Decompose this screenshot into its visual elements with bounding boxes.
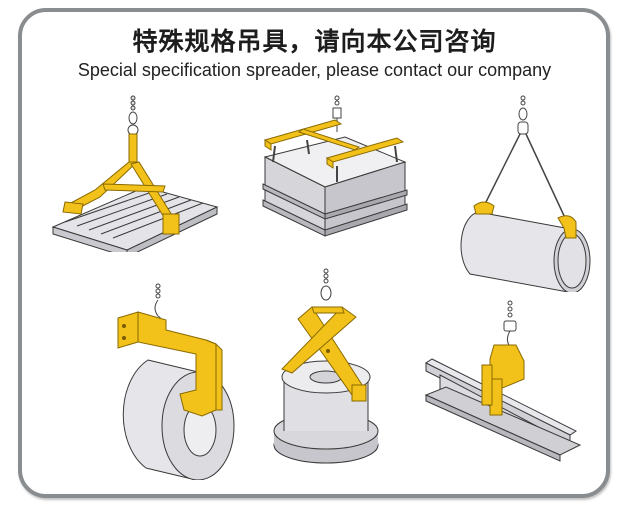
rail-clamp-illustration [420,295,600,465]
box-frame-spreader-illustration [255,92,415,242]
pallet-lifter-illustration [45,92,225,252]
coil-c-hook-illustration [88,280,258,480]
title-english: Special specification spreader, please c… [77,60,552,80]
pipe-clamps-illustration [448,92,598,292]
drum-tongs-illustration [268,265,388,470]
title-chinese: 特殊规格吊具，请向本公司咨询 [132,27,497,56]
